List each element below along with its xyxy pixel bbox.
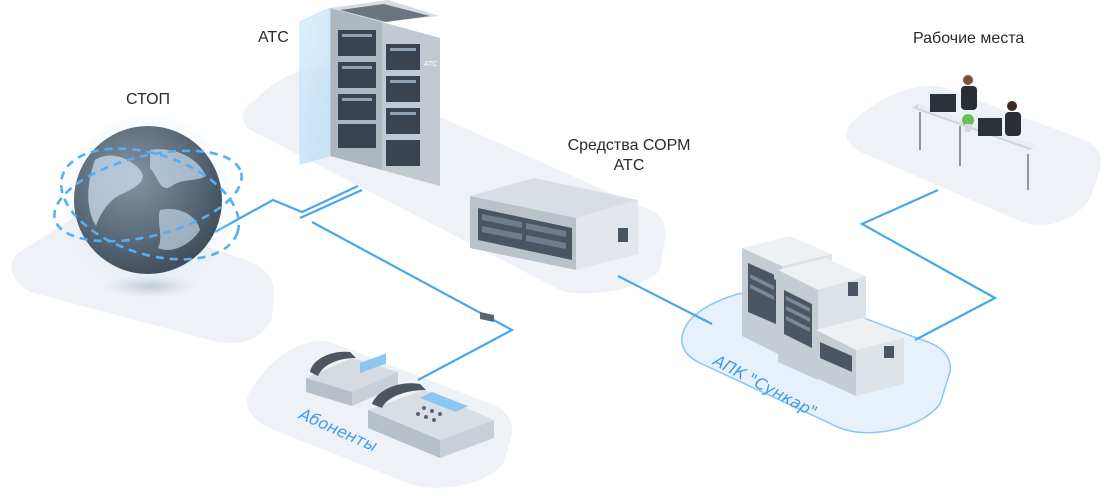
globe-icon	[53, 116, 243, 298]
apk-servers-icon	[742, 236, 904, 396]
phones-icon	[306, 351, 494, 458]
person-icon	[963, 75, 973, 85]
monitor-icon	[930, 94, 956, 112]
connection-lines	[214, 185, 998, 381]
workplaces-icon	[912, 75, 1036, 190]
link-globe-ats	[214, 185, 359, 233]
ats-rack-badge: АТС	[424, 61, 437, 68]
sorm-label-line1: Средства СОРМ	[567, 137, 691, 154]
person-icon	[1007, 101, 1017, 111]
sorm-appliance-icon	[470, 178, 638, 323]
link-ats-subscribers	[311, 221, 515, 381]
link-globe-ats-2	[299, 188, 363, 220]
sorm-label-line2: АТС	[613, 157, 645, 174]
ats-rack-icon: АТС	[299, 0, 440, 186]
stop-label: СТОП	[126, 91, 171, 108]
sorm-label: Средства СОРМ АТС	[554, 136, 704, 176]
link-workplaces-apk	[859, 188, 998, 341]
rack-glass-door	[299, 7, 331, 165]
workplaces-label: Рабочие места	[913, 30, 1025, 47]
monitor-icon	[978, 118, 1002, 136]
ats-label: АТС	[258, 29, 289, 46]
link-sorm-apk	[617, 275, 713, 325]
workplaces-platform	[846, 85, 1101, 226]
